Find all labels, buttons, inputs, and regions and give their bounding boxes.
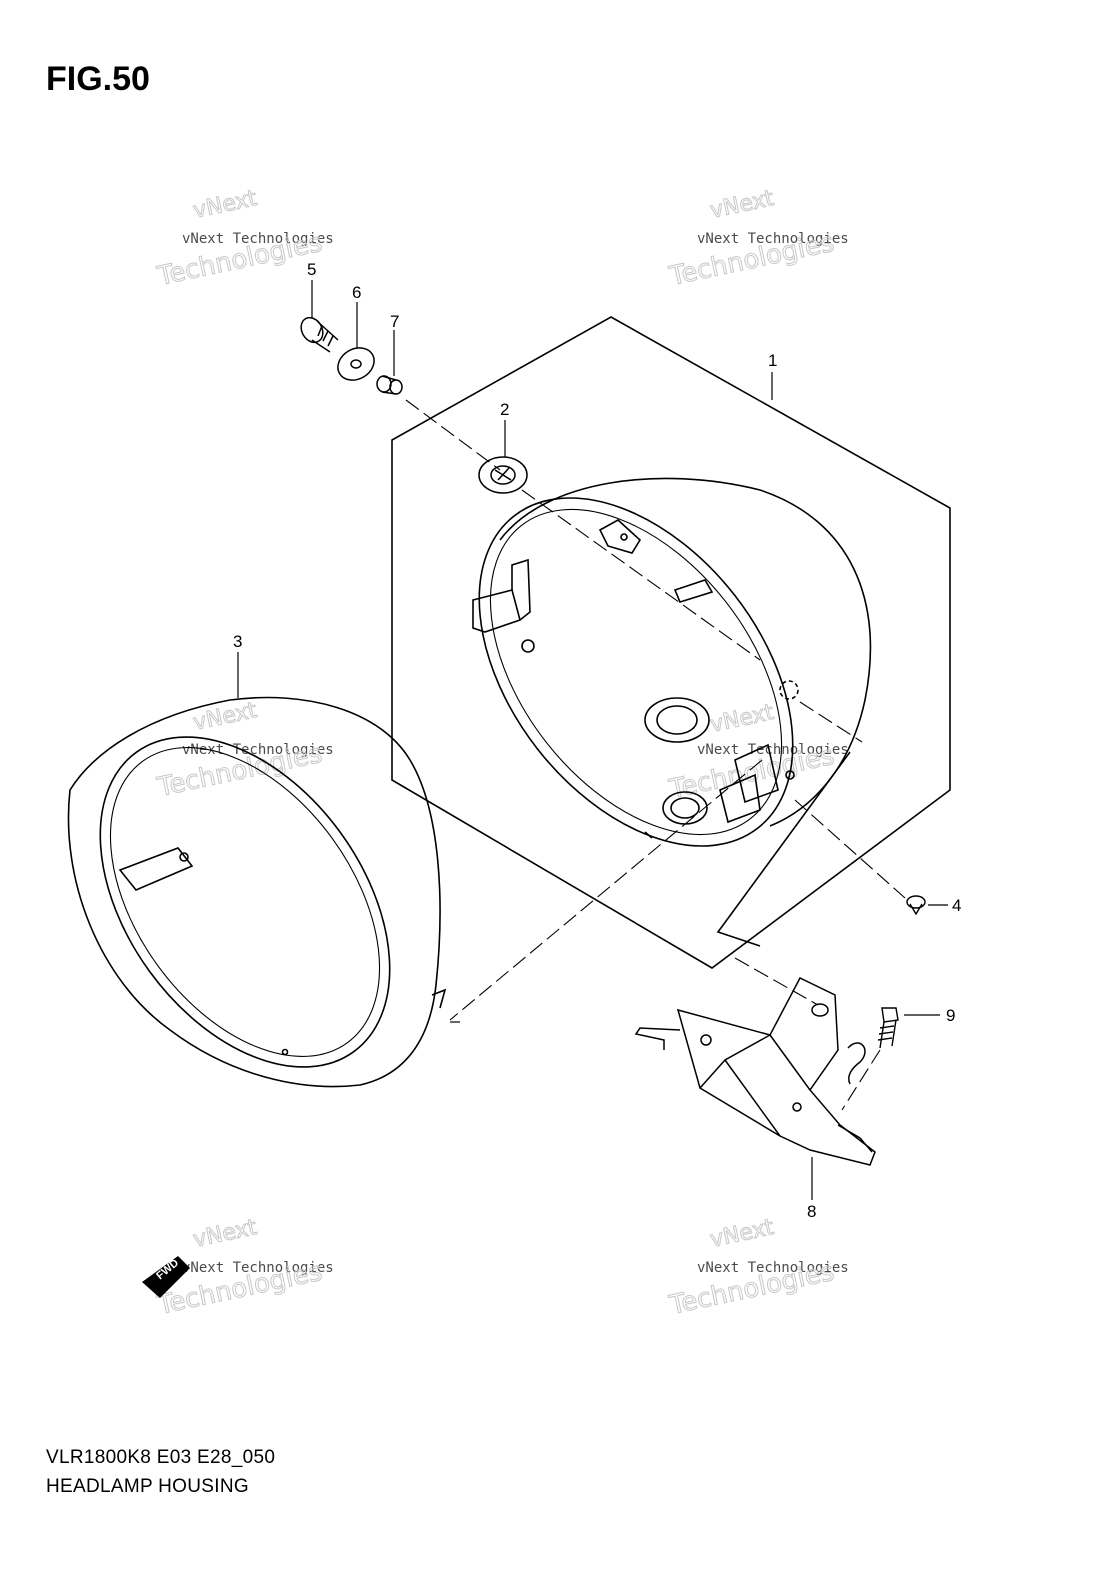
callout-1: 1	[768, 351, 777, 370]
callout-2: 2	[500, 400, 509, 419]
svg-text:vNext Technologies: vNext Technologies	[697, 231, 849, 247]
assembly-name: HEADLAMP HOUSING	[46, 1476, 249, 1497]
callout-3: 3	[233, 632, 242, 651]
svg-text:vNext: vNext	[708, 700, 776, 738]
svg-text:vNext Technologies: vNext Technologies	[182, 231, 334, 247]
svg-text:vNext Technologies: vNext Technologies	[182, 742, 334, 758]
callout-8: 8	[807, 1202, 816, 1221]
assembly-boundary-hexagon	[391, 316, 951, 969]
watermark-top-left: vNext vNext Technologies Technologies	[154, 185, 334, 292]
grommet	[478, 456, 528, 494]
bolt-9	[877, 1007, 899, 1049]
model-code: VLR1800K8 E03 E28_050	[46, 1447, 276, 1468]
svg-text:vNext: vNext	[708, 186, 776, 224]
leader-lines	[237, 280, 948, 1200]
headlamp-housing	[472, 477, 872, 947]
callout-4: 4	[952, 896, 961, 915]
svg-text:vNext: vNext	[191, 698, 259, 736]
watermark-bottom-right: vNext vNext Technologies Technologies	[666, 1214, 849, 1321]
washer-6	[337, 347, 375, 381]
svg-text:vNext: vNext	[708, 1215, 776, 1253]
bolt-5	[300, 316, 339, 353]
svg-text:vNext: vNext	[191, 1215, 259, 1253]
svg-text:vNext: vNext	[191, 186, 259, 224]
callout-6: 6	[352, 283, 361, 302]
assembly-dashed-lines	[405, 399, 906, 1111]
figure-title: FIG.50	[46, 60, 150, 98]
watermark-top-right: vNext vNext Technologies Technologies	[666, 185, 849, 292]
callout-9: 9	[946, 1006, 955, 1025]
svg-text:vNext Technologies: vNext Technologies	[697, 1260, 849, 1276]
bracket-8	[634, 977, 876, 1166]
callout-5: 5	[307, 260, 316, 279]
svg-text:vNext Technologies: vNext Technologies	[182, 1260, 334, 1276]
callout-7: 7	[390, 312, 399, 331]
svg-text:vNext Technologies: vNext Technologies	[697, 742, 849, 758]
screw-4	[906, 895, 926, 916]
collar-7	[376, 375, 403, 395]
headlamp-rim	[67, 696, 447, 1088]
